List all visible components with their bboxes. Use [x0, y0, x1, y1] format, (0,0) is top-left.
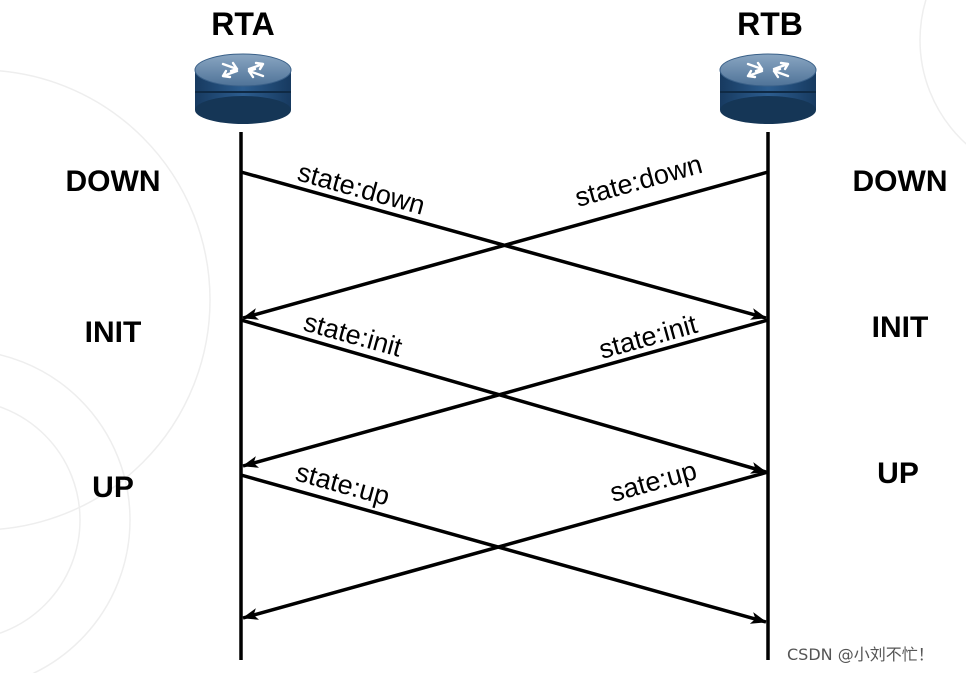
message-arrow-rta-to-rtb-up: [240, 473, 767, 624]
node-label-rta: RTA: [211, 6, 274, 42]
router-icon: [193, 52, 293, 126]
message-label-rta-down: state:down: [294, 157, 428, 221]
message-label-rta-init: state:init: [300, 307, 405, 363]
watermark: CSDN @小刘不忙！: [787, 645, 934, 664]
message-label-rtb-init: state:init: [596, 309, 701, 365]
message-arrow-rtb-to-rta-up: [242, 470, 769, 620]
router-icon: [718, 52, 818, 126]
state-label-rtb-init: INIT: [872, 311, 929, 344]
message-label-rtb-up: sate:up: [607, 455, 700, 508]
message-arrow-rtb-to-rta-down: [242, 170, 769, 320]
message-label-rtb-down: state:down: [572, 149, 706, 213]
message-arrow-rtb-to-rta-init: [242, 318, 769, 468]
message-arrow-rta-to-rtb-init: [240, 318, 767, 474]
state-label-rta-down: DOWN: [66, 165, 161, 198]
node-label-rtb: RTB: [737, 6, 803, 42]
state-label-rtb-down: DOWN: [853, 165, 948, 198]
state-label-rta-up: UP: [92, 471, 134, 504]
state-label-rtb-up: UP: [877, 457, 919, 490]
state-label-rta-init: INIT: [85, 316, 142, 349]
